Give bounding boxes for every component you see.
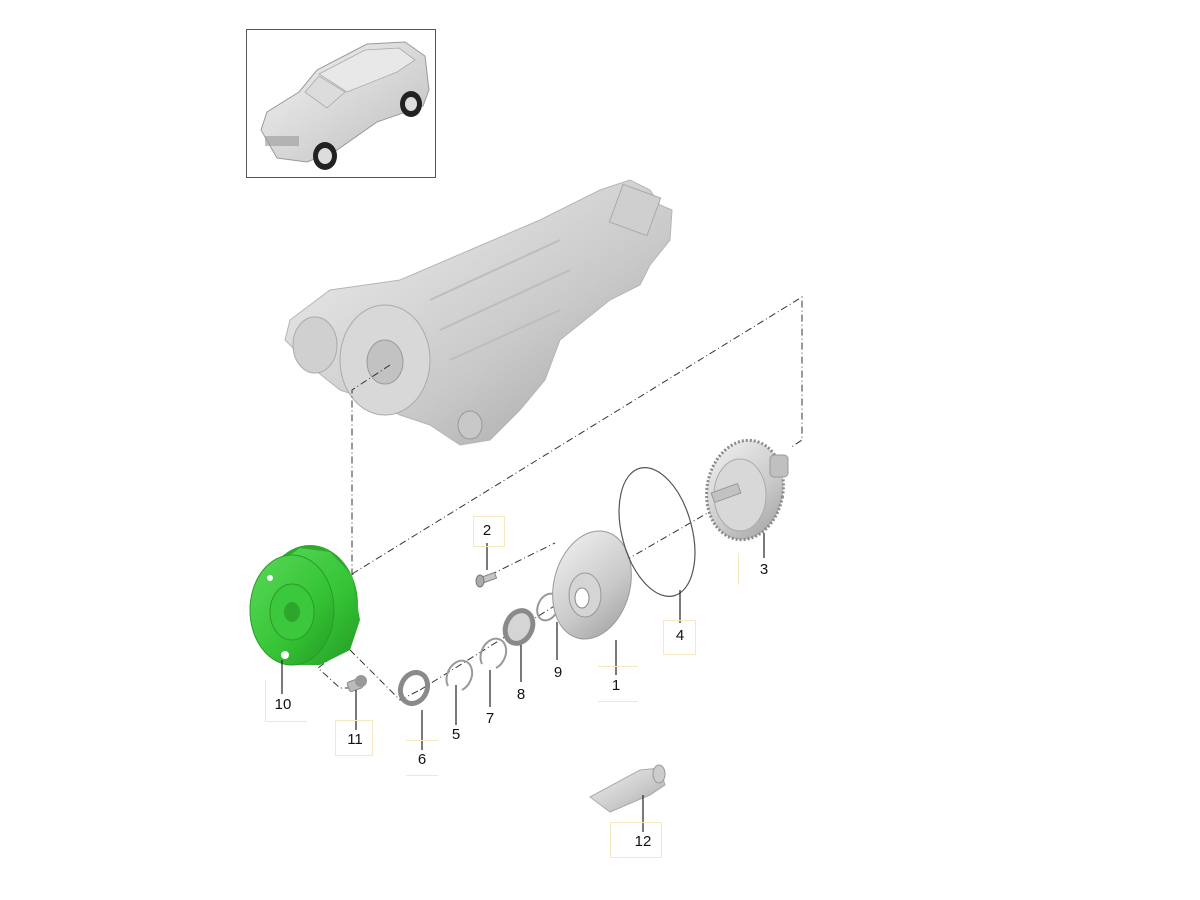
callout-box-12	[610, 822, 662, 858]
callout-label-10[interactable]: 10	[274, 696, 292, 713]
callout-label-11[interactable]: 11	[347, 731, 363, 748]
callout-label-5[interactable]: 5	[451, 726, 461, 743]
torque-converter-part-10[interactable]	[249, 545, 360, 666]
leader-lines	[281, 533, 765, 832]
callout-label-4[interactable]: 4	[675, 627, 685, 644]
snap-ring-part-5[interactable]	[445, 659, 474, 691]
vehicle-thumbnail[interactable]	[246, 29, 436, 178]
callout-box-2	[473, 516, 505, 547]
callout-label-12[interactable]: 12	[634, 833, 652, 850]
pump-housing-part-1[interactable]	[541, 522, 643, 648]
callout-box-4	[663, 620, 696, 655]
callout-label-2[interactable]: 2	[482, 522, 492, 539]
callout-label-6[interactable]: 6	[417, 751, 427, 768]
callout-box-11	[335, 720, 373, 756]
callout-box-3	[738, 553, 740, 585]
callout-box-10	[265, 680, 307, 722]
callout-box-6	[406, 740, 438, 776]
bearing-seal-part-8[interactable]	[500, 606, 538, 648]
snap-ring-part-7[interactable]	[479, 637, 508, 669]
callout-box-1	[598, 666, 638, 702]
car-icon	[260, 41, 430, 170]
drain-plug-part-11[interactable]	[346, 675, 367, 693]
transmission-housing	[284, 179, 673, 446]
callout-label-8[interactable]: 8	[516, 686, 526, 703]
callout-label-3[interactable]: 3	[759, 561, 769, 578]
shaft-seal-part-6[interactable]	[395, 668, 432, 708]
sealant-tube-part-12[interactable]	[589, 764, 666, 813]
callout-label-7[interactable]: 7	[485, 710, 495, 727]
clutch-drum-part-3[interactable]	[699, 434, 791, 546]
callout-label-9[interactable]: 9	[553, 664, 563, 681]
callout-label-1[interactable]: 1	[611, 677, 621, 694]
bolt-part-2[interactable]	[475, 571, 498, 588]
o-ring-part-4[interactable]	[606, 459, 708, 605]
